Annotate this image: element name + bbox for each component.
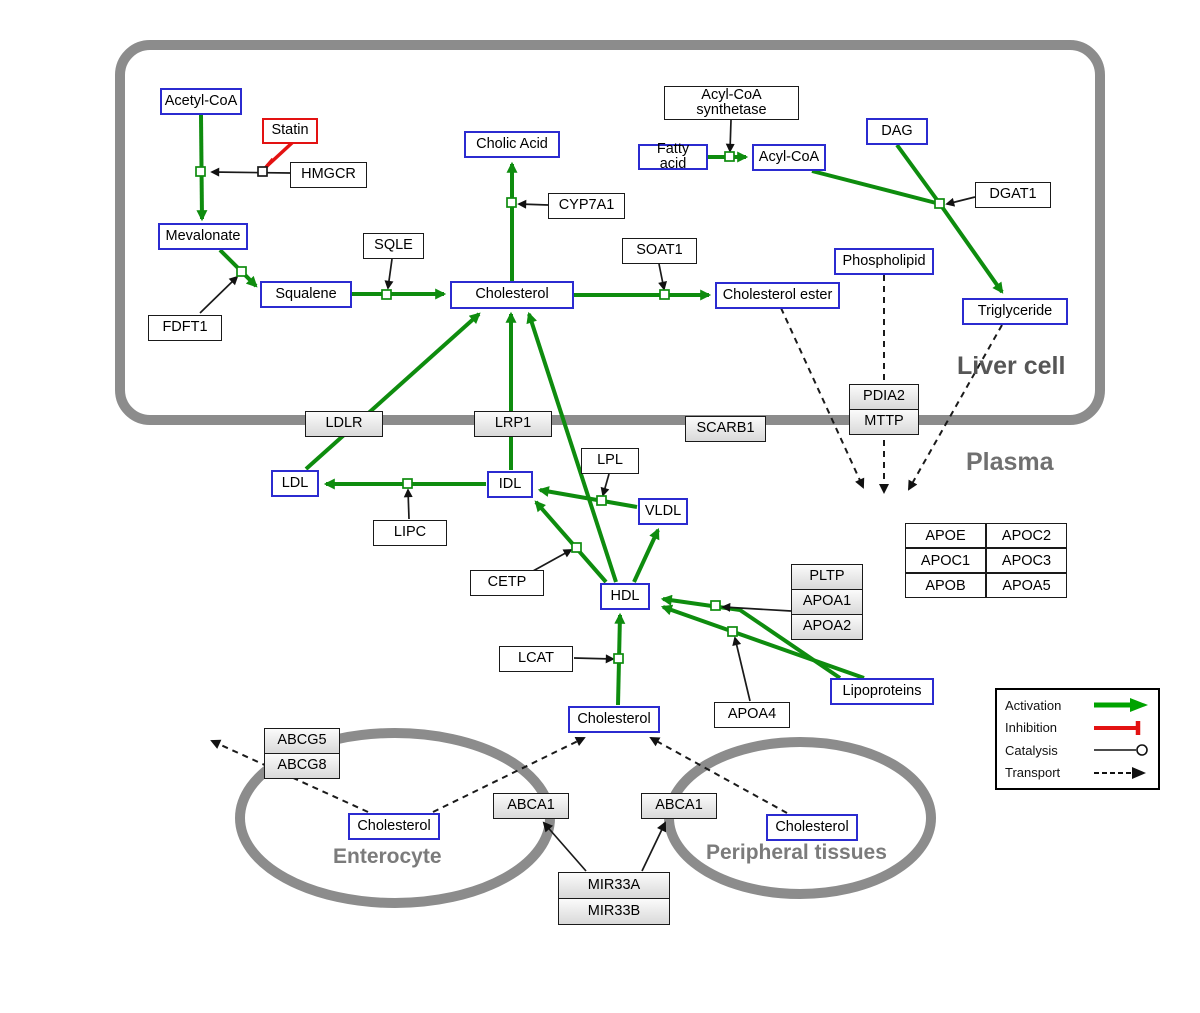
node-acetyl-coa[interactable]: Acetyl-CoA — [160, 88, 242, 115]
node-squalene[interactable]: Squalene — [260, 281, 352, 308]
legend-label-transport: Transport — [1005, 765, 1061, 781]
activation-arrow-icon — [1094, 698, 1148, 713]
node-cetp[interactable]: CETP — [470, 570, 544, 596]
node-hdl[interactable]: HDL — [600, 583, 650, 610]
node-cholesterol-enterocyte[interactable]: Cholesterol — [348, 813, 440, 840]
node-vldl[interactable]: VLDL — [638, 498, 688, 525]
liver-cell-membrane — [115, 40, 1105, 425]
node-acyl-coa[interactable]: Acyl-CoA — [752, 144, 826, 171]
legend-label-activation: Activation — [1005, 697, 1062, 713]
transport-dashed-arrow-icon — [1094, 766, 1146, 779]
liver-cell-label: Liver cell — [957, 352, 1066, 380]
node-cholesterol-plasma[interactable]: Cholesterol — [568, 706, 660, 733]
node-mir33b[interactable]: MIR33B — [558, 898, 670, 925]
legend-item-catalysis: Catalysis — [1005, 742, 1150, 758]
node-ldl[interactable]: LDL — [271, 470, 319, 497]
node-phospholipid[interactable]: Phospholipid — [834, 248, 934, 275]
node-mevalonate[interactable]: Mevalonate — [158, 223, 248, 250]
transport-edges — [210, 275, 1003, 814]
node-abcg5[interactable]: ABCG5 — [264, 728, 340, 754]
node-statin[interactable]: Statin — [262, 118, 318, 144]
node-apoa2[interactable]: APOA2 — [791, 614, 863, 640]
node-abca1-left[interactable]: ABCA1 — [493, 793, 569, 819]
plasma-label: Plasma — [966, 448, 1054, 476]
legend-item-activation: Activation — [1005, 697, 1150, 713]
hmgcr-catalysis-node — [257, 166, 268, 177]
catalysis-edges — [199, 119, 976, 872]
node-cholesterol-ester[interactable]: Cholesterol ester — [715, 282, 840, 309]
node-cholesterol-liver[interactable]: Cholesterol — [450, 281, 574, 309]
apo-table-cell[interactable]: APOC2 — [986, 523, 1067, 548]
node-lrp1[interactable]: LRP1 — [474, 411, 552, 437]
node-dgat1[interactable]: DGAT1 — [975, 182, 1051, 208]
node-abcg8[interactable]: ABCG8 — [264, 753, 340, 779]
node-abca1-right[interactable]: ABCA1 — [641, 793, 717, 819]
apolipoprotein-table: APOE APOC2 APOC1 APOC3 APOB APOA5 — [905, 523, 1067, 598]
apo-table-cell[interactable]: APOA5 — [986, 573, 1067, 598]
node-scarb1[interactable]: SCARB1 — [685, 416, 766, 442]
node-fatty-acid[interactable]: Fatty acid — [638, 141, 708, 172]
legend-label-inhibition: Inhibition — [1005, 720, 1058, 736]
node-lpl[interactable]: LPL — [581, 448, 639, 474]
node-ldlr[interactable]: LDLR — [305, 411, 383, 437]
apo-table-cell[interactable]: APOE — [905, 523, 986, 548]
node-cyp7a1[interactable]: CYP7A1 — [548, 193, 625, 219]
node-hmgcr[interactable]: HMGCR — [290, 162, 367, 188]
catalysis-circle-icon — [1094, 744, 1148, 757]
node-pdia2[interactable]: PDIA2 — [849, 384, 919, 410]
node-triglyceride[interactable]: Triglyceride — [962, 298, 1068, 325]
node-apoa1[interactable]: APOA1 — [791, 589, 863, 615]
node-lipc[interactable]: LIPC — [373, 520, 447, 546]
inhibition-tbar-icon — [1094, 720, 1141, 735]
node-soat1[interactable]: SOAT1 — [622, 238, 697, 264]
apo-table-cell[interactable]: APOB — [905, 573, 986, 598]
node-cholesterol-peripheral[interactable]: Cholesterol — [766, 814, 858, 841]
apo-table-cell[interactable]: APOC3 — [986, 548, 1067, 573]
enterocyte-label: Enterocyte — [333, 845, 442, 868]
apo-table-cell[interactable]: APOC1 — [905, 548, 986, 573]
node-dag[interactable]: DAG — [866, 118, 928, 145]
legend-item-inhibition: Inhibition — [1005, 720, 1150, 736]
legend-label-catalysis: Catalysis — [1005, 742, 1058, 758]
node-cholic-acid[interactable]: Cholic Acid — [464, 131, 560, 158]
node-lipoproteins[interactable]: Lipoproteins — [830, 678, 934, 705]
node-mttp[interactable]: MTTP — [849, 409, 919, 435]
node-pltp[interactable]: PLTP — [791, 564, 863, 590]
node-lcat[interactable]: LCAT — [499, 646, 573, 672]
peripheral-tissues-label: Peripheral tissues — [706, 841, 887, 864]
node-idl[interactable]: IDL — [487, 471, 533, 498]
node-apoa4[interactable]: APOA4 — [714, 702, 790, 728]
node-fdft1[interactable]: FDFT1 — [148, 315, 222, 341]
reaction-process-nodes — [195, 151, 945, 664]
legend: Activation Inhibition Catalysis Transpor… — [995, 688, 1160, 790]
node-mir33a[interactable]: MIR33A — [558, 872, 670, 899]
node-acyl-coa-synthetase[interactable]: Acyl-CoA synthetase — [664, 86, 799, 120]
node-sqle[interactable]: SQLE — [363, 233, 424, 259]
legend-item-transport: Transport — [1005, 765, 1150, 781]
